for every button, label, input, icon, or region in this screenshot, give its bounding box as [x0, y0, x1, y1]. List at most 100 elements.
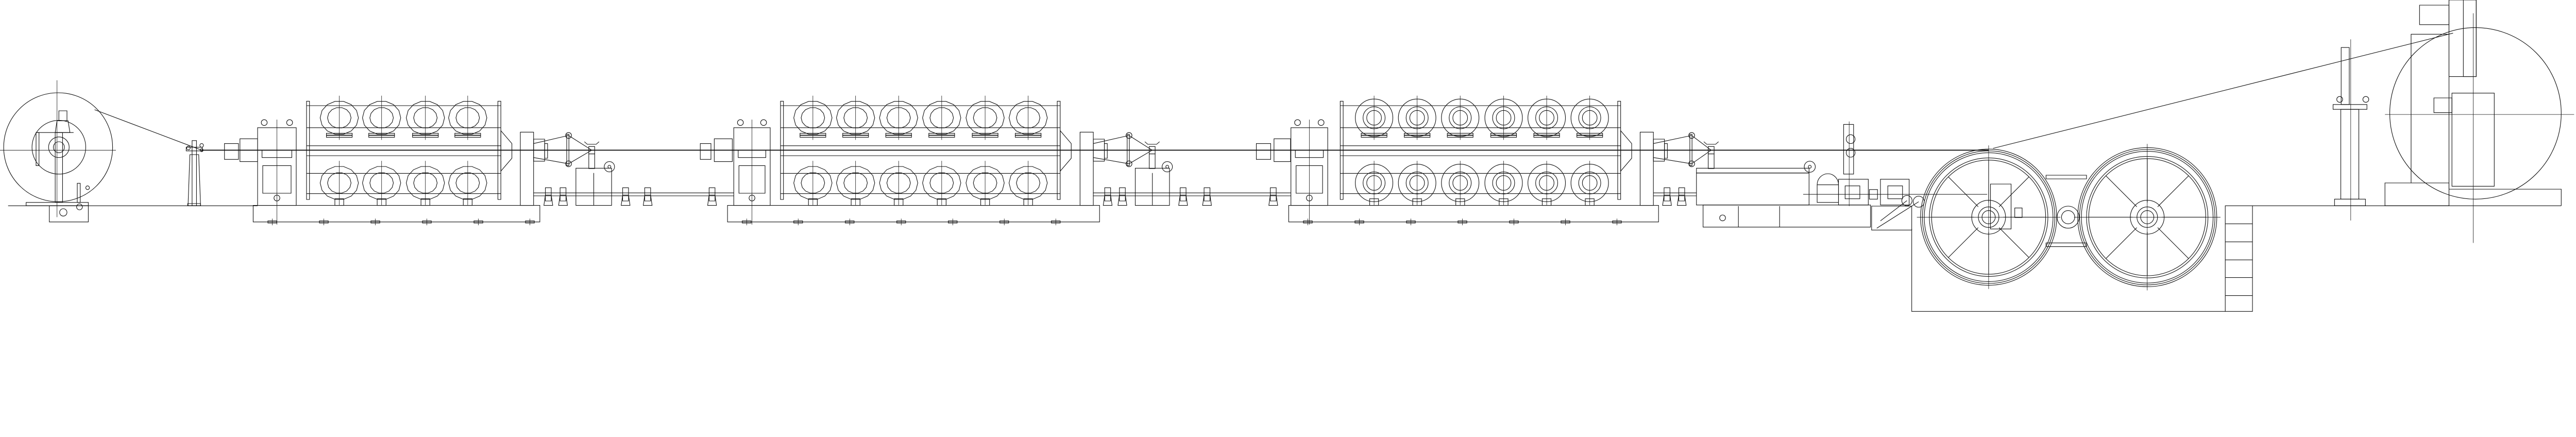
- capstan-pit: [1912, 229, 2226, 311]
- bobbin-cradle: [1404, 133, 1430, 136]
- lifting-eye-icon: [261, 120, 267, 125]
- base-box: [49, 206, 89, 222]
- bobbin: [794, 166, 832, 199]
- motor-dome: [1817, 174, 1838, 184]
- shaft-support: [1202, 195, 1211, 206]
- shaft-coupling: [1105, 188, 1110, 201]
- wire-line: [1129, 136, 1152, 150]
- cage-support: [1456, 199, 1465, 206]
- bobbin-cradle: [1015, 135, 1041, 137]
- reel-shaft: [54, 142, 64, 153]
- guide-box: [1257, 144, 1271, 160]
- guide-pulley: [1689, 161, 1694, 166]
- shaft-coupling: [1679, 188, 1685, 201]
- lifting-eye-icon: [1295, 120, 1300, 125]
- bobbin-cradle: [800, 133, 826, 136]
- cage-end-plate: [1340, 101, 1343, 199]
- bobbin: [794, 102, 832, 135]
- bobbin-cradle: [369, 135, 395, 137]
- bobbin-core: [456, 108, 480, 128]
- bobbin: [966, 102, 1004, 135]
- wire-line: [1692, 136, 1711, 150]
- bobbin-core: [973, 108, 997, 128]
- cage-support: [1370, 199, 1379, 206]
- wheel-spoke: [1948, 177, 1978, 207]
- mechanism-box: [1872, 206, 1912, 230]
- bobbin: [406, 166, 445, 199]
- shaft-support: [1179, 195, 1188, 206]
- bobbin: [406, 102, 445, 135]
- carriage-drive: [2434, 98, 2452, 113]
- cage-support: [981, 199, 990, 206]
- mast-inner: [2463, 0, 2476, 77]
- bobbin-cradle: [800, 135, 826, 137]
- idler-pulley: [2057, 206, 2079, 228]
- cage-support: [463, 199, 472, 206]
- shaft-coupling: [560, 188, 566, 201]
- tension-roller: [1846, 148, 1855, 157]
- cage-support: [808, 199, 817, 206]
- bobbin-core: [1016, 173, 1040, 193]
- cage-support: [894, 199, 903, 206]
- guide-roller: [200, 144, 204, 147]
- shaft-coupling: [645, 188, 650, 201]
- guide-pulley: [1126, 161, 1132, 166]
- shaft-coupling: [546, 188, 551, 201]
- bobbin: [923, 166, 961, 199]
- bobbin-cradle: [972, 135, 998, 137]
- motor-bracket: [55, 121, 70, 132]
- gearbox-cover: [1888, 186, 1903, 199]
- die-column: [1149, 154, 1155, 169]
- machine-base: [253, 206, 539, 222]
- pole-roller: [2337, 96, 2343, 102]
- cage-end-plate: [307, 101, 310, 199]
- capstan-section: [1912, 144, 2252, 311]
- wire-line: [1653, 158, 1691, 164]
- traverse-pole: [2341, 47, 2349, 105]
- takeup-frame: [2411, 34, 2449, 183]
- wheel-spoke: [2158, 228, 2189, 259]
- pulley-bar: [1127, 135, 1129, 166]
- bobbin-cradle: [1447, 133, 1473, 136]
- lever-arm: [1880, 200, 1907, 221]
- shaft-coupling: [623, 188, 629, 201]
- guide-pulley: [1689, 132, 1694, 138]
- knob-icon: [86, 186, 89, 190]
- bobbin-core: [844, 108, 868, 128]
- guide-box: [700, 144, 711, 160]
- bearing-stand: [520, 132, 534, 205]
- shaft-support: [544, 195, 553, 206]
- guide-roller: [200, 149, 204, 152]
- cage-support: [1543, 199, 1551, 206]
- handwheel-hub: [1808, 165, 1811, 169]
- wire-line: [1129, 150, 1152, 163]
- bobbin-cradle: [455, 133, 481, 136]
- takeup-plinth: [2385, 183, 2449, 206]
- arm: [36, 132, 39, 165]
- cage-cone: [501, 131, 512, 172]
- bobbin-cradle: [1577, 133, 1603, 136]
- wheel-spoke: [2106, 176, 2137, 207]
- cage-support: [1585, 199, 1594, 206]
- payoff-reel-barrel: [32, 121, 86, 174]
- wheel-spoke: [2158, 176, 2189, 207]
- pit-steps: [2225, 206, 2252, 311]
- guide-box: [225, 144, 239, 160]
- bobbin-cradle: [1491, 133, 1517, 136]
- bobbin-core: [414, 173, 437, 193]
- shaft-coupling: [2015, 208, 2022, 218]
- bobbin-cradle: [886, 133, 911, 136]
- wheel-spoke: [2106, 228, 2137, 259]
- cage-support: [851, 199, 860, 206]
- motor-icon: [59, 111, 67, 121]
- die-holder: [1704, 142, 1719, 144]
- shaft-support: [1269, 195, 1278, 206]
- bobbin-cradle: [455, 135, 481, 137]
- capstan-gearbox: [1991, 184, 2011, 229]
- bobbin: [923, 102, 961, 135]
- bobbin-cradle: [369, 133, 395, 136]
- wire-line: [1093, 158, 1129, 164]
- handwheel-hub: [1166, 165, 1169, 169]
- bobbin: [879, 166, 918, 199]
- bobbin: [1009, 102, 1047, 135]
